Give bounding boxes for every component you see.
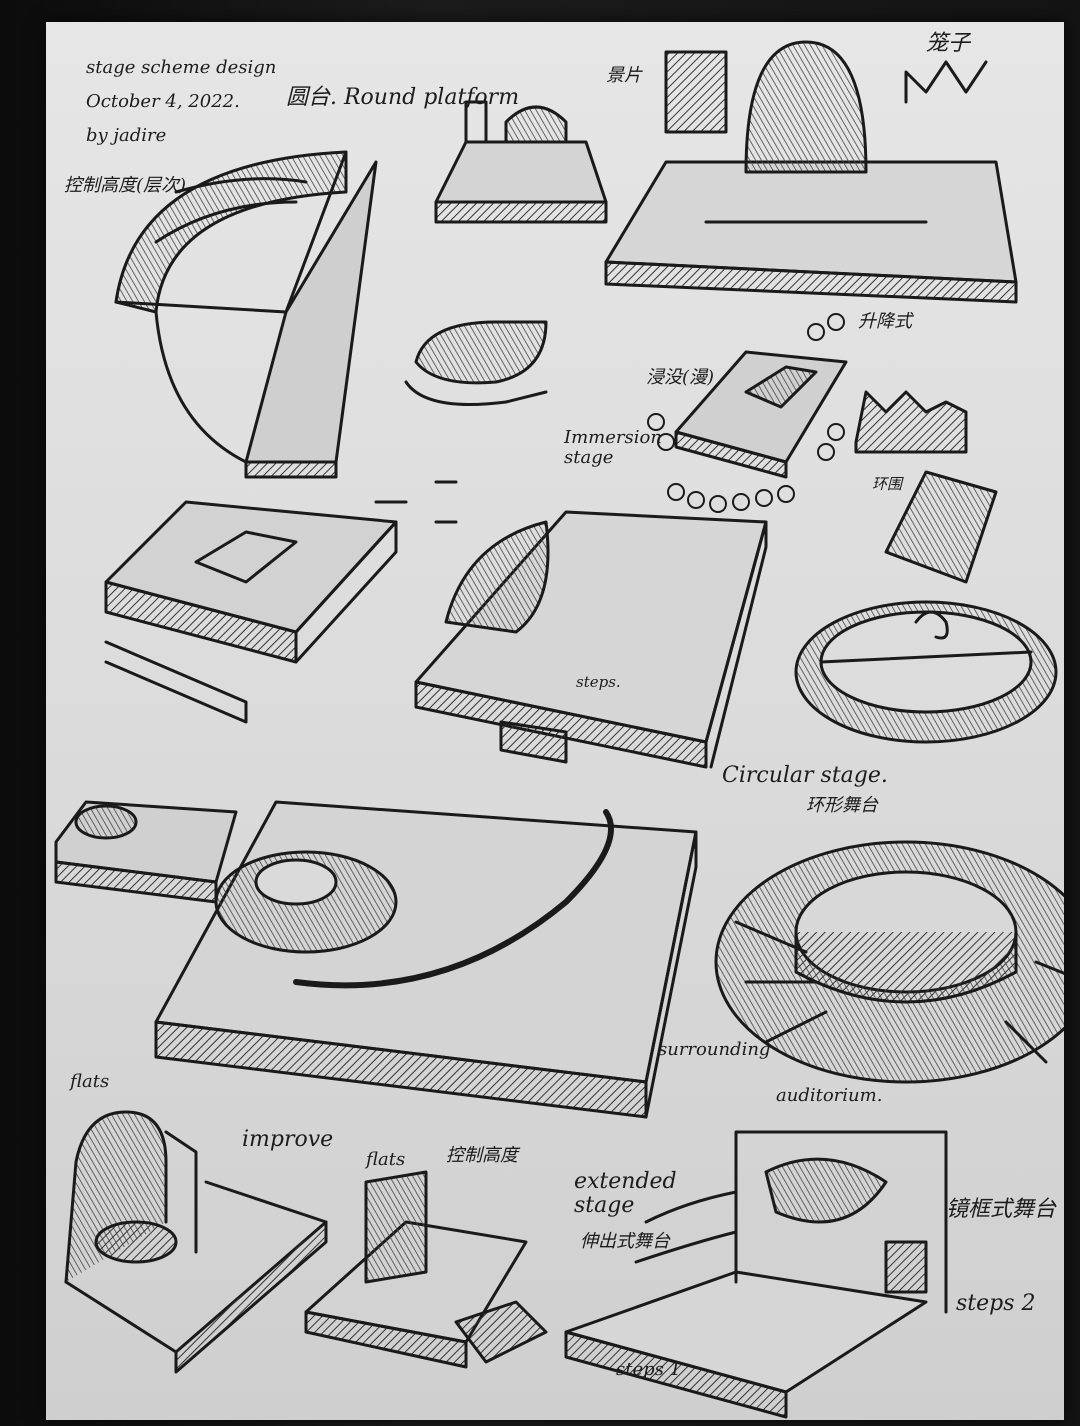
sketch-paper: stage scheme design October 4, 2022. by … (46, 22, 1064, 1420)
label-flats-zh: 景片 (606, 65, 642, 86)
label-immersion-zh: 浸没(漫) (646, 367, 715, 388)
flats-stage-sketch (64, 1110, 328, 1374)
label-improve: improve (242, 1127, 334, 1152)
surrounding-auditorium-sketch (714, 840, 1064, 1084)
center-steps-stage-sketch (414, 510, 768, 769)
lift-block-sketch (854, 390, 998, 584)
half-round-steps-sketch (404, 320, 548, 406)
label-immersion-stage: Immersion stage (564, 427, 662, 468)
label-surrounding: surrounding (658, 1039, 771, 1060)
small-circle-box-sketch (54, 800, 238, 904)
label-control-height-zh: 控制高度(层次) (64, 175, 187, 196)
label-flats: flats (70, 1071, 110, 1092)
trap-stage-sketch (104, 480, 458, 724)
stage-sketches (54, 40, 1064, 1419)
curved-platform-sketch (114, 150, 378, 479)
circular-stage-sketch (794, 600, 1058, 744)
header-title: stage scheme design (86, 57, 277, 78)
quarter-round-stage-sketch (154, 800, 698, 1119)
cage-stage-sketch (604, 40, 1018, 304)
label-lift-zh: 升降式 (858, 311, 912, 332)
label-proscenium-zh: 镜框式舞台 (946, 1197, 1057, 1222)
label-steps: steps. (576, 673, 621, 691)
label-steps-1: steps 1 (616, 1359, 682, 1380)
proscenium-stage-sketch (564, 1130, 948, 1419)
immersion-stage-sketch (647, 313, 848, 513)
round-platform-sketch (434, 100, 608, 224)
label-auditorium: auditorium. (776, 1085, 883, 1106)
header-date: October 4, 2022. (86, 91, 240, 112)
label-circular-stage-zh: 环形舞台 (806, 795, 878, 816)
label-control-height-2-zh: 控制高度 (446, 1145, 518, 1166)
label-circular-stage: Circular stage. (722, 763, 888, 788)
header-author: by jadire (86, 125, 167, 146)
label-extended-stage: extended stage (574, 1169, 677, 1219)
label-cage-zh: 笼子 (926, 31, 971, 56)
label-steps-2: steps 2 (956, 1291, 1036, 1316)
label-round-platform: 圆台. Round platform (286, 85, 520, 110)
label-extended-stage-zh: 伸出式舞台 (580, 1231, 670, 1252)
label-flats-2: flats (366, 1149, 406, 1170)
label-surround-zh: 环围 (872, 475, 903, 493)
flats-steps-sketch (304, 1170, 548, 1369)
